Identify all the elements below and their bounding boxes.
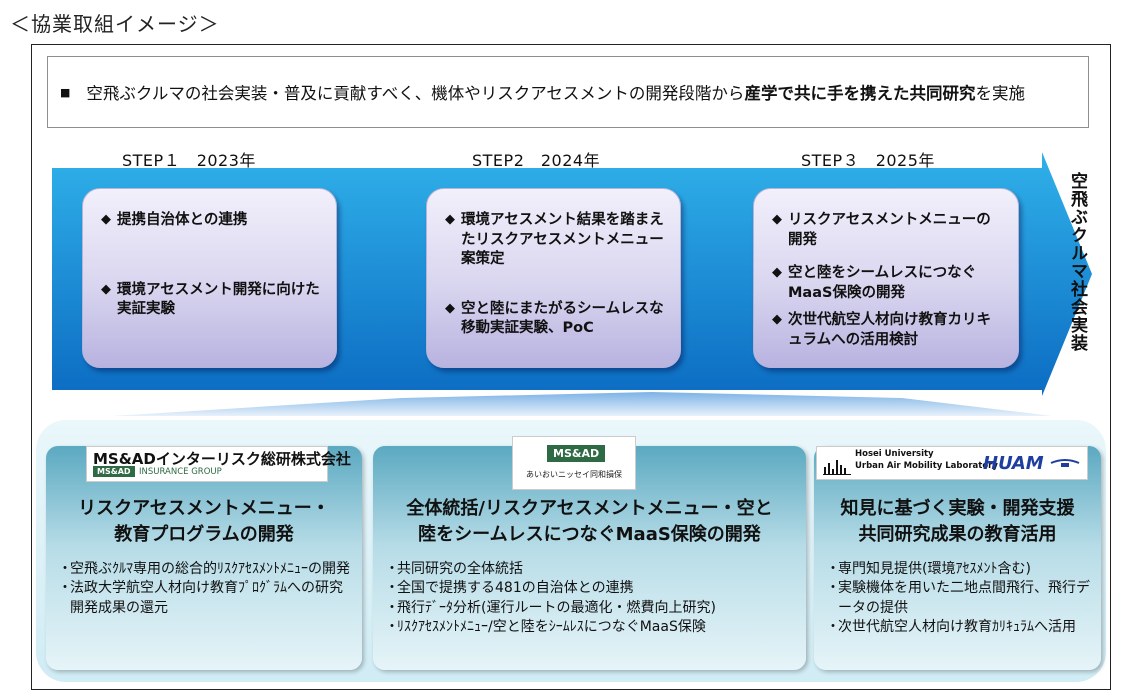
step2-box: ◆ 環境アセスメント結果を踏まえたリスクアセスメントメニュー案策定 ◆ 空と陸にまた… — [426, 188, 681, 368]
diamond-icon: ◆ — [445, 212, 455, 227]
org3-title-line: 知見に基づく実験・開発支援 — [840, 498, 1075, 519]
summary-bullet: ■ — [60, 85, 71, 99]
org1-title: リスクアセスメントメニュー・ 教育プログラムの開発 — [46, 496, 362, 548]
list-item-text: ﾘｽｸｱｾｽﾒﾝﾄﾒﾆｭｰ/空と陸をｼｰﾑﾚｽにつなぐMaaS保険 — [397, 618, 706, 635]
list-item: ・次世代航空人材向け教育ｶﾘｷｭﾗﾑへ活用 — [826, 618, 1093, 637]
bullet-dot: ・ — [58, 580, 72, 597]
step3-box: ◆ リスクアセスメントメニューの開発 ◆ 空と陸をシームレスにつなぐMaaS保険の開… — [753, 188, 1019, 368]
diamond-icon: ◆ — [101, 212, 111, 227]
list-item-text: 専門知見提供(環境ｱｾｽﾒﾝﾄ含む) — [838, 561, 1031, 577]
org3-list: ・専門知見提供(環境ｱｾｽﾒﾝﾄ含む) ・実験機体を用いた二地点間飛行、飛行デー… — [826, 560, 1093, 637]
step2-item-text: 環境アセスメント結果を踏まえたリスクアセスメントメニュー案策定 — [461, 212, 664, 268]
summary-text: 空飛ぶクルマの社会実装・普及に貢献すべく、機体やリスクアセスメントの開発段階から… — [86, 80, 1025, 104]
step2-item: ◆ 環境アセスメント結果を踏まえたリスクアセスメントメニュー案策定 — [445, 211, 666, 270]
org1-title-line: 教育プログラムの開発 — [114, 524, 294, 546]
diamond-icon: ◆ — [772, 312, 782, 328]
step1-box: ◆ 提携自治体との連携 ◆ 環境アセスメント開発に向けた実証実験 — [82, 188, 337, 368]
city-skyline-icon — [823, 460, 851, 475]
list-item: ・共同研究の全体統括 — [385, 560, 798, 579]
org1-list: ・空飛ぶｸﾙﾏ専用の総合的ﾘｽｸｱｾｽﾒﾝﾄﾒﾆｭｰの開発 ・法政大学航空人材向… — [58, 560, 354, 618]
drone-icon — [1050, 459, 1080, 467]
step2-item-text: 空と陸にまたがるシームレスな移動実証実験、PoC — [461, 300, 664, 337]
diagram-frame — [31, 44, 1111, 690]
list-item: ・全国で提携する481の自治体との連携 — [385, 579, 798, 598]
org-card-hosei-huam: 知見に基づく実験・開発支援 共同研究成果の教育活用 ・専門知見提供(環境ｱｾｽﾒ… — [814, 446, 1101, 670]
summary-box: ■ 空飛ぶクルマの社会実装・普及に貢献すべく、機体やリスクアセスメントの開発段階… — [47, 56, 1089, 128]
logo-lab-name: Urban Air Mobility Laboratory — [855, 461, 998, 471]
bullet-dot: ・ — [58, 561, 72, 577]
org2-list: ・共同研究の全体統括 ・全国で提携する481の自治体との連携 ・飛行ﾃﾞｰﾀ分析… — [385, 560, 798, 637]
bullet-dot: ・ — [385, 618, 399, 635]
step1-item-text: 提携自治体との連携 — [117, 212, 248, 228]
bullet-dot: ・ — [826, 580, 840, 597]
ms-ad-badge: MS&AD — [547, 445, 606, 462]
step1-item: ◆ 環境アセスメント開発に向けた実証実験 — [101, 281, 322, 320]
bullet-dot: ・ — [385, 561, 399, 577]
step1-item: ◆ 提携自治体との連携 — [101, 211, 322, 231]
list-item-text: 飛行ﾃﾞｰﾀ分析(運行ルートの最適化・燃費向上研究) — [397, 599, 716, 616]
list-item-text: 次世代航空人材向け教育ｶﾘｷｭﾗﾑへ活用 — [838, 618, 1076, 635]
ms-ad-interrisk-logo: MS&ADインターリスク総研株式会社 MS&AD INSURANCE GROUP — [86, 446, 351, 482]
hosei-huam-logo: Hosei University Urban Air Mobility Labo… — [816, 446, 1088, 480]
bullet-dot: ・ — [385, 599, 399, 616]
step2-label: STEP2 2024年 — [472, 151, 601, 170]
logo-university: Hosei University — [855, 449, 934, 459]
step3-item-text: 次世代航空人材向け教育カリキュラムへの活用検討 — [788, 312, 991, 348]
org2-title: 全体統括/リスクアセスメントメニュー・空と 陸をシームレスにつなぐMaaS保険の… — [373, 496, 806, 548]
step2-item: ◆ 空と陸にまたがるシームレスな移動実証実験、PoC — [445, 300, 666, 339]
list-item: ・実験機体を用いた二地点間飛行、飛行データの提供 — [826, 579, 1093, 618]
list-item: ・ﾘｽｸｱｾｽﾒﾝﾄﾒﾆｭｰ/空と陸をｼｰﾑﾚｽにつなぐMaaS保険 — [385, 618, 798, 637]
step3-item: ◆ リスクアセスメントメニューの開発 — [772, 211, 1004, 250]
ms-ad-badge: MS&AD — [93, 466, 135, 477]
list-item: ・空飛ぶｸﾙﾏ専用の総合的ﾘｽｸｱｾｽﾒﾝﾄﾒﾆｭｰの開発 — [58, 560, 354, 579]
summary-text-bold: 産学で共に手を携えた共同研究 — [744, 84, 976, 103]
bullet-dot: ・ — [385, 580, 399, 597]
logo-company-name: あいおいニッセイ同和損保 — [526, 470, 622, 479]
list-item-text: 全国で提携する481の自治体との連携 — [397, 580, 634, 597]
diamond-icon: ◆ — [101, 281, 111, 297]
list-item-text: 法政大学航空人材向け教育ﾌﾟﾛｸﾞﾗﾑへの研究開発成果の還元 — [70, 580, 343, 616]
diamond-icon: ◆ — [445, 300, 455, 316]
org2-title-line: 陸をシームレスにつなぐMaaS保険の開発 — [418, 524, 761, 546]
step3-item-text: 空と陸をシームレスにつなぐMaaS保険の開発 — [788, 265, 977, 301]
summary-text-pre: 空飛ぶクルマの社会実装・普及に貢献すべく、機体やリスクアセスメントの開発段階から — [86, 84, 745, 103]
huam-wordmark: HUAM — [983, 453, 1044, 474]
list-item: ・法政大学航空人材向け教育ﾌﾟﾛｸﾞﾗﾑへの研究開発成果の還元 — [58, 579, 354, 618]
diamond-icon: ◆ — [772, 212, 782, 227]
step1-label: STEP１ 2023年 — [122, 151, 256, 170]
arrow-pedestal — [112, 392, 1052, 416]
step3-label: STEP３ 2025年 — [801, 151, 935, 170]
summary-text-post: を実施 — [975, 84, 1025, 103]
logo-subtitle: INSURANCE GROUP — [139, 467, 222, 477]
org3-title-line: 共同研究成果の教育活用 — [858, 524, 1057, 546]
list-item-text: 実験機体を用いた二地点間飛行、飛行データの提供 — [838, 580, 1090, 616]
list-item-text: 共同研究の全体統括 — [397, 561, 523, 577]
step3-item-text: リスクアセスメントメニューの開発 — [788, 212, 991, 248]
org1-title-line: リスクアセスメントメニュー・ — [78, 498, 330, 519]
logo-company-name: MS&ADインターリスク総研株式会社 — [93, 450, 351, 468]
step3-item: ◆ 空と陸をシームレスにつなぐMaaS保険の開発 — [772, 264, 1004, 303]
list-item-text: 空飛ぶｸﾙﾏ専用の総合的ﾘｽｸｱｾｽﾒﾝﾄﾒﾆｭｰの開発 — [70, 561, 350, 577]
bullet-dot: ・ — [826, 618, 840, 635]
list-item: ・専門知見提供(環境ｱｾｽﾒﾝﾄ含む) — [826, 560, 1093, 579]
goal-vertical-label: 空飛ぶクルマ社会実装 — [1067, 172, 1087, 352]
bullet-dot: ・ — [826, 561, 840, 577]
diamond-icon: ◆ — [772, 265, 782, 281]
org2-title-line: 全体統括/リスクアセスメントメニュー・空と — [406, 498, 773, 519]
step1-item-text: 環境アセスメント開発に向けた実証実験 — [117, 281, 320, 318]
page-title: ＜協業取組イメージ＞ — [10, 12, 220, 36]
org3-title: 知見に基づく実験・開発支援 共同研究成果の教育活用 — [814, 496, 1101, 548]
org-card-ms-ad-interrisk: リスクアセスメントメニュー・ 教育プログラムの開発 ・空飛ぶｸﾙﾏ専用の総合的ﾘ… — [46, 446, 362, 670]
list-item: ・飛行ﾃﾞｰﾀ分析(運行ルートの最適化・燃費向上研究) — [385, 599, 798, 618]
aioi-nissay-dowa-logo: MS&AD あいおいニッセイ同和損保 — [512, 436, 636, 490]
step3-item: ◆ 次世代航空人材向け教育カリキュラムへの活用検討 — [772, 311, 1004, 350]
